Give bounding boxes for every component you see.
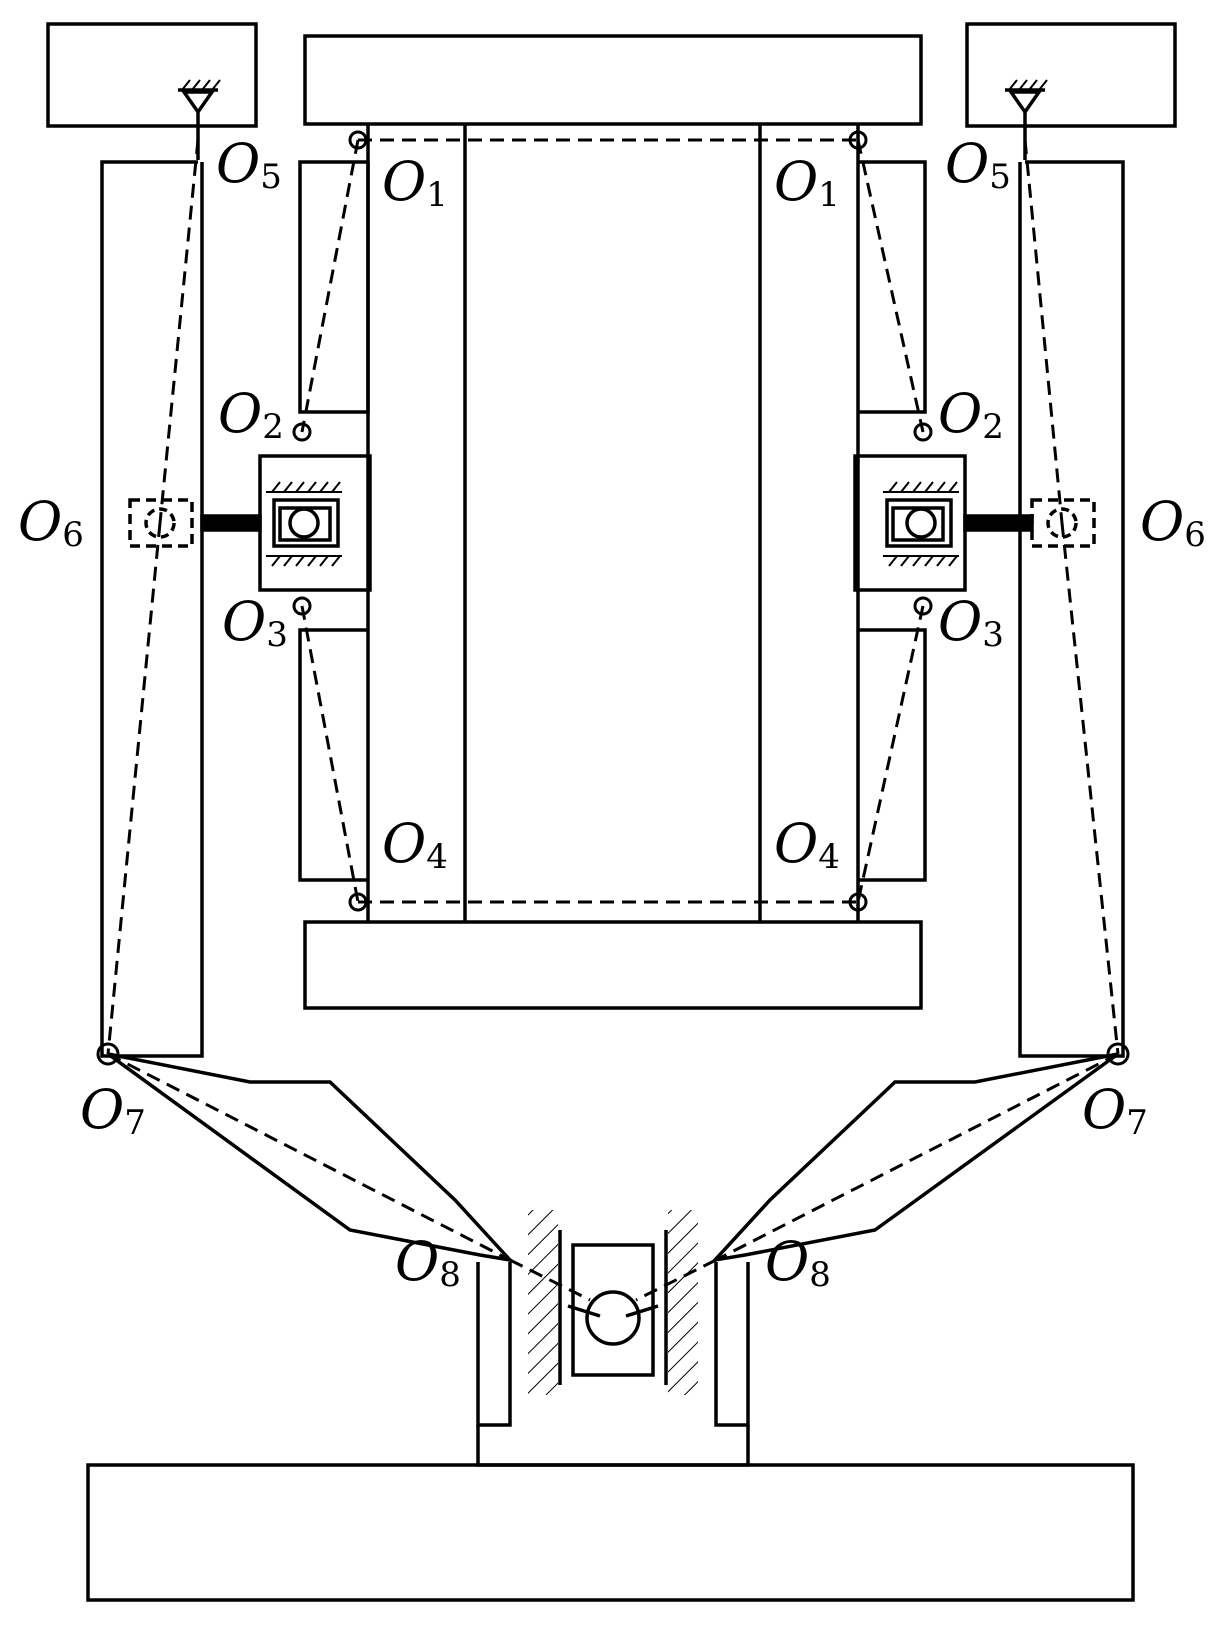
base-pedestal	[476, 1425, 750, 1467]
label-o5-right: O5	[945, 132, 1011, 197]
left-slider-pin	[288, 507, 320, 539]
label-o7-right: O7	[1082, 1078, 1148, 1143]
right-slider-pin	[905, 507, 937, 539]
top-left-support-plate	[46, 22, 258, 128]
label-o6-right: O6	[1140, 490, 1206, 555]
left-outer-rail	[100, 160, 204, 1058]
top-center-plate	[303, 34, 923, 126]
ground-symbol-left	[178, 79, 221, 160]
label-o2-left: O2	[218, 382, 284, 447]
right-slider-block	[853, 454, 967, 592]
label-o8-left: O8	[395, 1230, 461, 1295]
left-hatched-wall	[528, 1210, 558, 1395]
left-o6-housing	[128, 498, 194, 548]
right-upper-bracket	[858, 160, 927, 414]
label-o3-right: O3	[938, 590, 1004, 655]
label-o4-left: O4	[382, 812, 448, 877]
center-slider-pin	[585, 1290, 641, 1346]
label-o7-left: O7	[80, 1078, 146, 1143]
bottom-center-plate	[303, 920, 923, 1010]
right-lower-arm	[710, 1052, 1120, 1263]
left-upper-bracket	[298, 160, 370, 414]
left-lower-bracket	[298, 628, 368, 882]
label-o1-right: O1	[774, 150, 840, 215]
base-plate	[86, 1463, 1135, 1602]
right-hatched-wall	[668, 1210, 698, 1395]
label-o4-right: O4	[774, 812, 840, 877]
top-right-support-plate	[965, 22, 1177, 128]
label-o1-left: O1	[382, 150, 448, 215]
center-slider	[571, 1243, 655, 1377]
label-o8-right: O8	[765, 1230, 831, 1295]
label-o5-left: O5	[216, 132, 282, 197]
right-o6-pin	[1046, 507, 1078, 539]
label-o2-right: O2	[938, 382, 1004, 447]
left-bottom-guide	[476, 1262, 512, 1427]
right-bottom-guide	[714, 1262, 750, 1427]
right-lower-bracket	[858, 628, 927, 882]
label-o6-left: O6	[18, 490, 84, 555]
left-o6-pin	[144, 507, 176, 539]
label-o3-left: O3	[222, 590, 288, 655]
left-lower-arm	[106, 1052, 515, 1263]
right-outer-rail	[1018, 160, 1125, 1058]
left-slider-block	[258, 454, 372, 592]
